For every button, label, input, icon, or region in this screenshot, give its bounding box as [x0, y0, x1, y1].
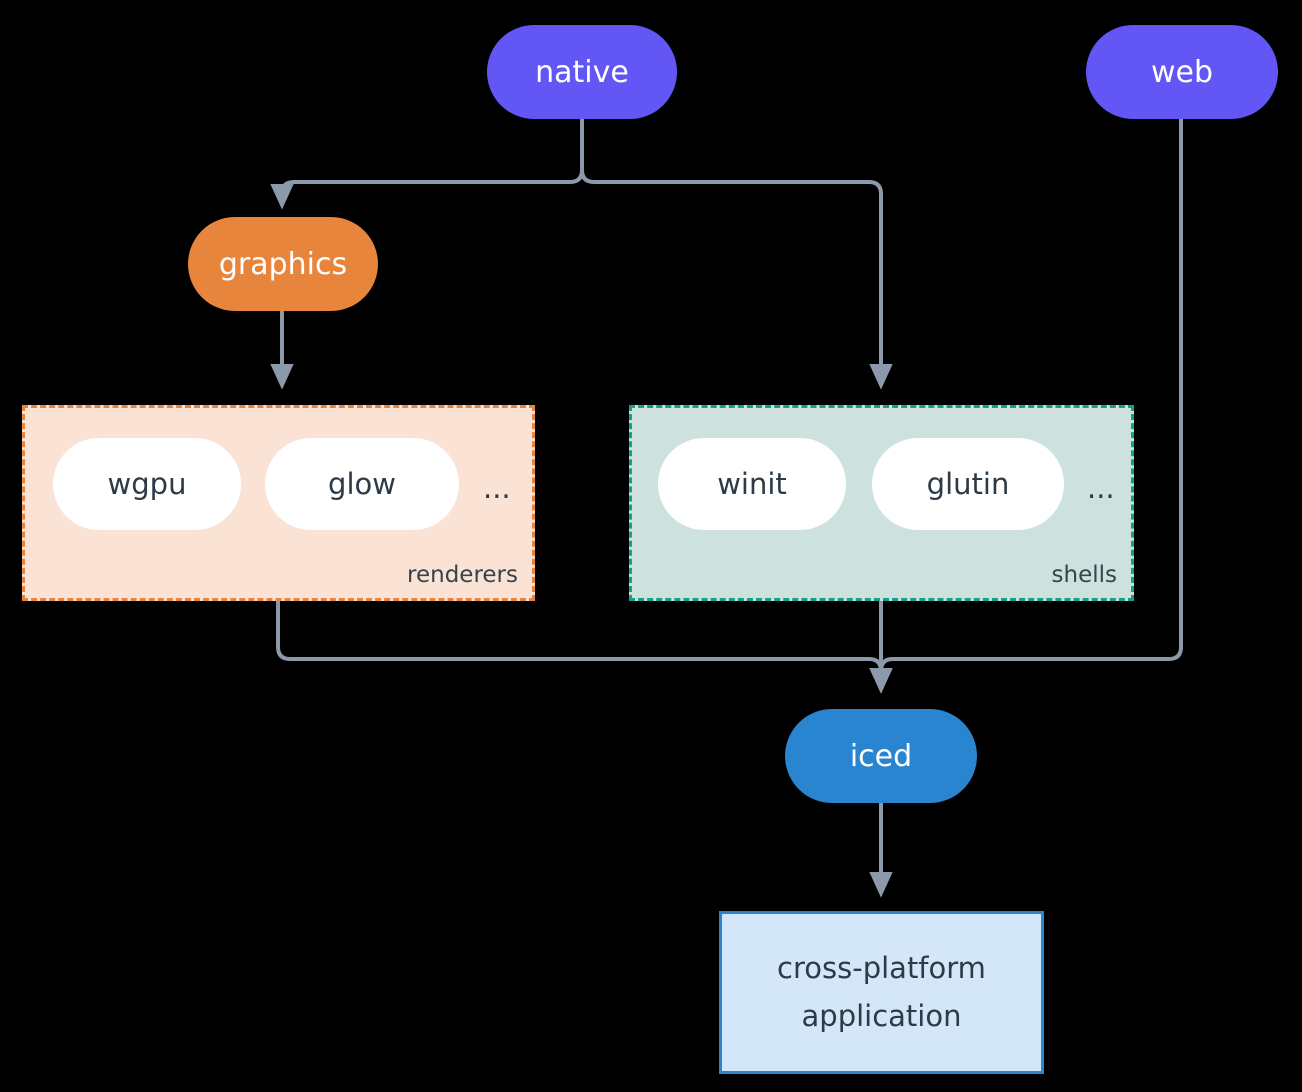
node-graphics[interactable]: graphics	[188, 217, 378, 311]
node-winit[interactable]: winit	[658, 438, 846, 530]
node-native-label: native	[535, 54, 629, 90]
node-glutin[interactable]: glutin	[872, 438, 1064, 530]
node-glow-label: glow	[328, 467, 396, 501]
application-label-line2: application	[801, 998, 962, 1033]
node-winit-label: winit	[717, 467, 787, 501]
node-glutin-label: glutin	[926, 467, 1010, 501]
node-web[interactable]: web	[1086, 25, 1278, 119]
cluster-renderers: wgpu glow ... renderers	[22, 405, 535, 601]
shells-more-ellipsis: ...	[1087, 471, 1115, 505]
edge-native-shells	[580, 119, 893, 390]
edge-web-iced	[869, 119, 1183, 694]
node-cross-platform-application[interactable]: cross-platform application	[719, 911, 1044, 1074]
node-wgpu-label: wgpu	[107, 467, 187, 501]
node-native[interactable]: native	[487, 25, 677, 119]
application-label-line1: cross-platform	[777, 950, 986, 985]
cluster-shells-label: shells	[1051, 562, 1117, 588]
node-web-label: web	[1150, 54, 1214, 90]
node-glow[interactable]: glow	[265, 438, 459, 530]
node-iced-label: iced	[849, 738, 913, 774]
edge-renderers-iced	[276, 601, 893, 694]
node-graphics-label: graphics	[218, 246, 348, 282]
renderers-more-ellipsis: ...	[483, 471, 511, 505]
node-wgpu[interactable]: wgpu	[53, 438, 241, 530]
cluster-shells: winit glutin ... shells	[629, 405, 1134, 601]
cluster-renderers-label: renderers	[407, 562, 518, 588]
node-iced[interactable]: iced	[785, 709, 977, 803]
edge-native-graphics	[270, 119, 584, 210]
